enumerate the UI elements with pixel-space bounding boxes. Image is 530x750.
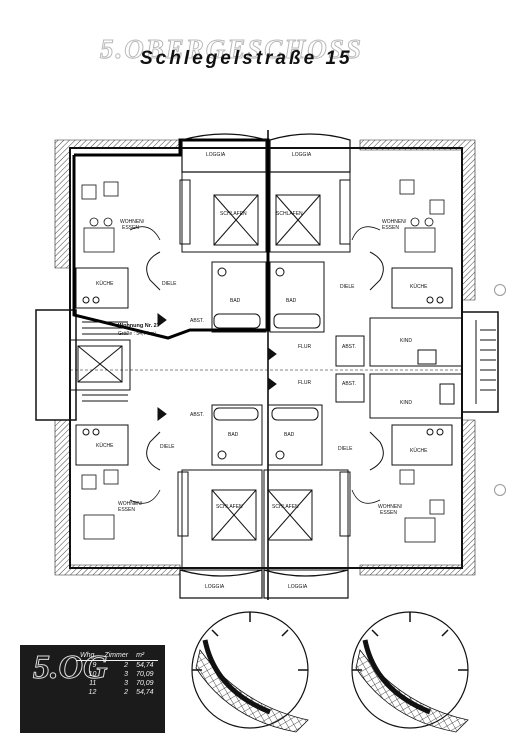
roof-terrace-bottom-right [359,419,476,576]
unit-table: Whg. Zimmer m² 9 2 54,74 10 3 70,09 11 [76,651,158,697]
bedroom-blocks [177,171,351,571]
col-zimmer: Zimmer [100,651,133,661]
roof-terrace-top-right [359,139,476,301]
label-essen-bl: ESSEN [118,507,135,513]
label-diele-tr: DIELE [340,284,355,290]
cell-zimmer: 3 [124,671,129,678]
highlighted-unit-outline [72,138,270,340]
label-flur-2: FLUR [298,380,311,386]
label-abst-tl: ABST. [190,318,204,324]
table-row: 9 2 54,74 [76,661,158,671]
label-bad-tl: BAD [230,298,241,304]
label-abst-r1: ABST. [342,344,356,350]
label-loggia-bl: LOGGIA [205,584,225,590]
label-diele-bl: DIELE [160,444,175,450]
label-loggia-tl: LOGGIA [206,152,226,158]
table-row: 12 2 54,74 [76,688,158,697]
label-diele-tl: DIELE [162,281,177,287]
label-kueche-tr: KÜCHE [410,283,428,290]
label-kueche-bl: KÜCHE [96,442,114,449]
label-schlafen-bl: SCHLAFEN [216,504,243,510]
label-diele-br: DIELE [338,446,353,452]
label-essen-tl: ESSEN [122,225,139,231]
table-row: 11 3 70,09 [76,679,158,688]
table-row: 10 3 70,09 [76,670,158,679]
label-schlafen-br: SCHLAFEN [272,504,299,510]
label-loggia-br: LOGGIA [288,584,308,590]
label-schlafen-tr: SCHLAFEN [276,211,303,217]
living-room-furniture [81,179,445,543]
label-wohnen-br: WOHNEN/ [378,504,403,510]
label-wohnen-bl: WOHNEN/ [118,501,143,507]
floor-title: 5.OBERGESCHOSS [100,34,363,65]
room-labels: LOGGIA LOGGIA LOGGIA LOGGIA SCHLAFEN SCH… [96,152,428,590]
label-bad-br: BAD [284,432,295,438]
label-abst-r2: ABST. [342,381,356,387]
binder-hole-top [494,284,506,296]
kitchen-blocks [75,267,453,466]
label-essen-tr: ESSEN [382,225,399,231]
label-essen-br: ESSEN [380,510,397,516]
cell-zimmer: 2 [124,689,129,696]
loggia-blocks [179,133,351,599]
sun-diagram-left [191,611,309,733]
cell-whg: 9 [92,662,97,669]
cell-whg: 11 [89,680,97,687]
col-whg: Whg. [76,651,101,661]
cell-m2: 54,74 [136,689,154,696]
label-bad-bl: BAD [228,432,239,438]
label-bad-tr: BAD [286,298,297,304]
label-wohnen-tl: WOHNEN/ [120,219,145,225]
label-kueche-tl: KÜCHE [96,280,114,287]
kind-rooms [146,251,463,471]
label-wohnen-tr: WOHNEN/ [382,219,407,225]
label-kind-2: KIND [400,400,412,406]
label-flur-1: FLUR [298,344,311,350]
cell-zimmer: 3 [124,680,129,687]
col-m2: m² [132,651,158,661]
cell-whg: 10 [88,671,97,678]
label-kind-1: KIND [400,338,412,344]
street-title: Schlegelstraße 15 [140,48,353,69]
unit-legend: 5.OG Whg. Zimmer m² 9 2 54,74 10 3 70,0 [20,645,165,733]
label-schlafen-tl: SCHLAFEN [220,211,247,217]
label-kueche-br: KÜCHE [410,447,428,454]
cell-m2: 70,09 [136,671,154,678]
cell-m2: 54,74 [136,662,154,669]
cell-m2: 70,09 [136,680,154,687]
label-loggia-tr: LOGGIA [292,152,312,158]
binder-hole-bottom [494,484,506,496]
stair-core [69,313,496,421]
cell-zimmer: 2 [124,662,129,669]
bathroom-blocks [211,261,325,466]
sun-diagram-right [351,611,469,733]
unit-note-line2: Größe : 54,74 m² [118,331,156,337]
unit-note-line1: Wohnung Nr. 27 [118,323,160,329]
label-abst-bl: ABST. [190,412,204,418]
unit-table-header: Whg. Zimmer m² [76,651,158,661]
cell-whg: 12 [88,689,97,696]
